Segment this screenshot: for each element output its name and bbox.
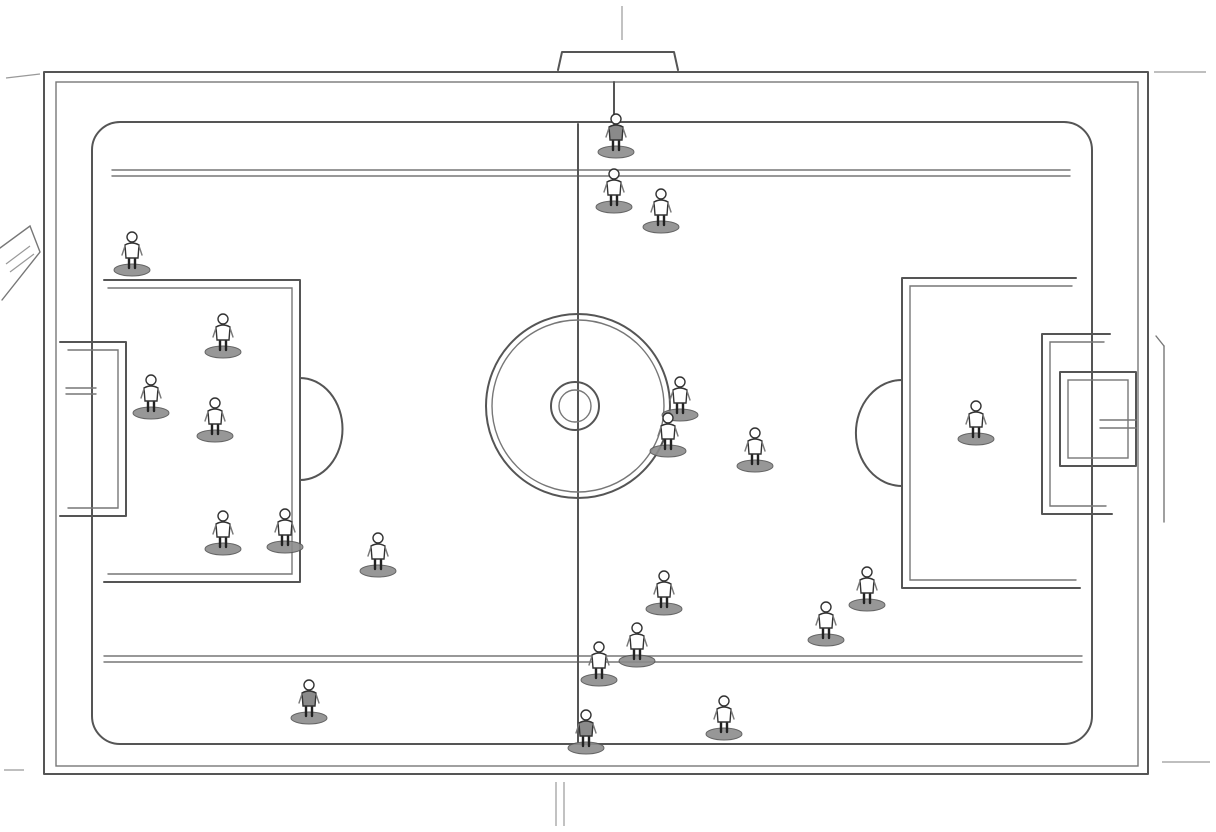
player-token[interactable] — [807, 601, 845, 647]
player-token[interactable] — [645, 570, 683, 616]
player-token[interactable] — [597, 113, 635, 159]
center-circle — [485, 313, 671, 499]
player-token[interactable] — [290, 679, 328, 725]
player-token[interactable] — [705, 695, 743, 741]
player-token[interactable] — [113, 231, 151, 277]
player-token[interactable] — [736, 427, 774, 473]
pitch-lines — [103, 81, 1083, 743]
player-token[interactable] — [642, 188, 680, 234]
player-token[interactable] — [204, 313, 242, 359]
player-token[interactable] — [567, 709, 605, 755]
player-token[interactable] — [957, 400, 995, 446]
player-token[interactable] — [266, 508, 304, 554]
left-penalty-area — [59, 279, 344, 583]
player-token[interactable] — [204, 510, 242, 556]
player-token[interactable] — [848, 566, 886, 612]
player-token[interactable] — [649, 412, 687, 458]
top-goal-stub — [555, 6, 679, 826]
player-token[interactable] — [359, 532, 397, 578]
players-layer — [113, 113, 995, 755]
player-token[interactable] — [580, 641, 618, 687]
player-token[interactable] — [595, 168, 633, 214]
player-token[interactable] — [618, 622, 656, 668]
player-token[interactable] — [196, 397, 234, 443]
player-token[interactable] — [132, 374, 170, 420]
edge-marks — [0, 71, 1210, 771]
right-penalty-area — [854, 277, 1165, 589]
